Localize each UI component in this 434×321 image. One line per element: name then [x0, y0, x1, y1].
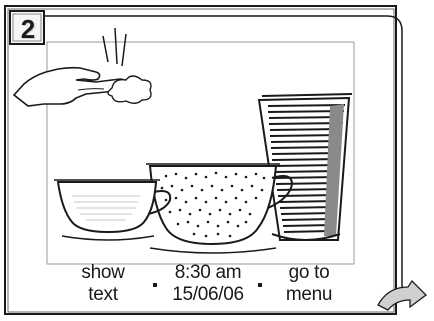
separator-dot-right	[258, 283, 262, 287]
step-number-box	[10, 11, 44, 44]
separator-dot-left	[153, 283, 157, 287]
